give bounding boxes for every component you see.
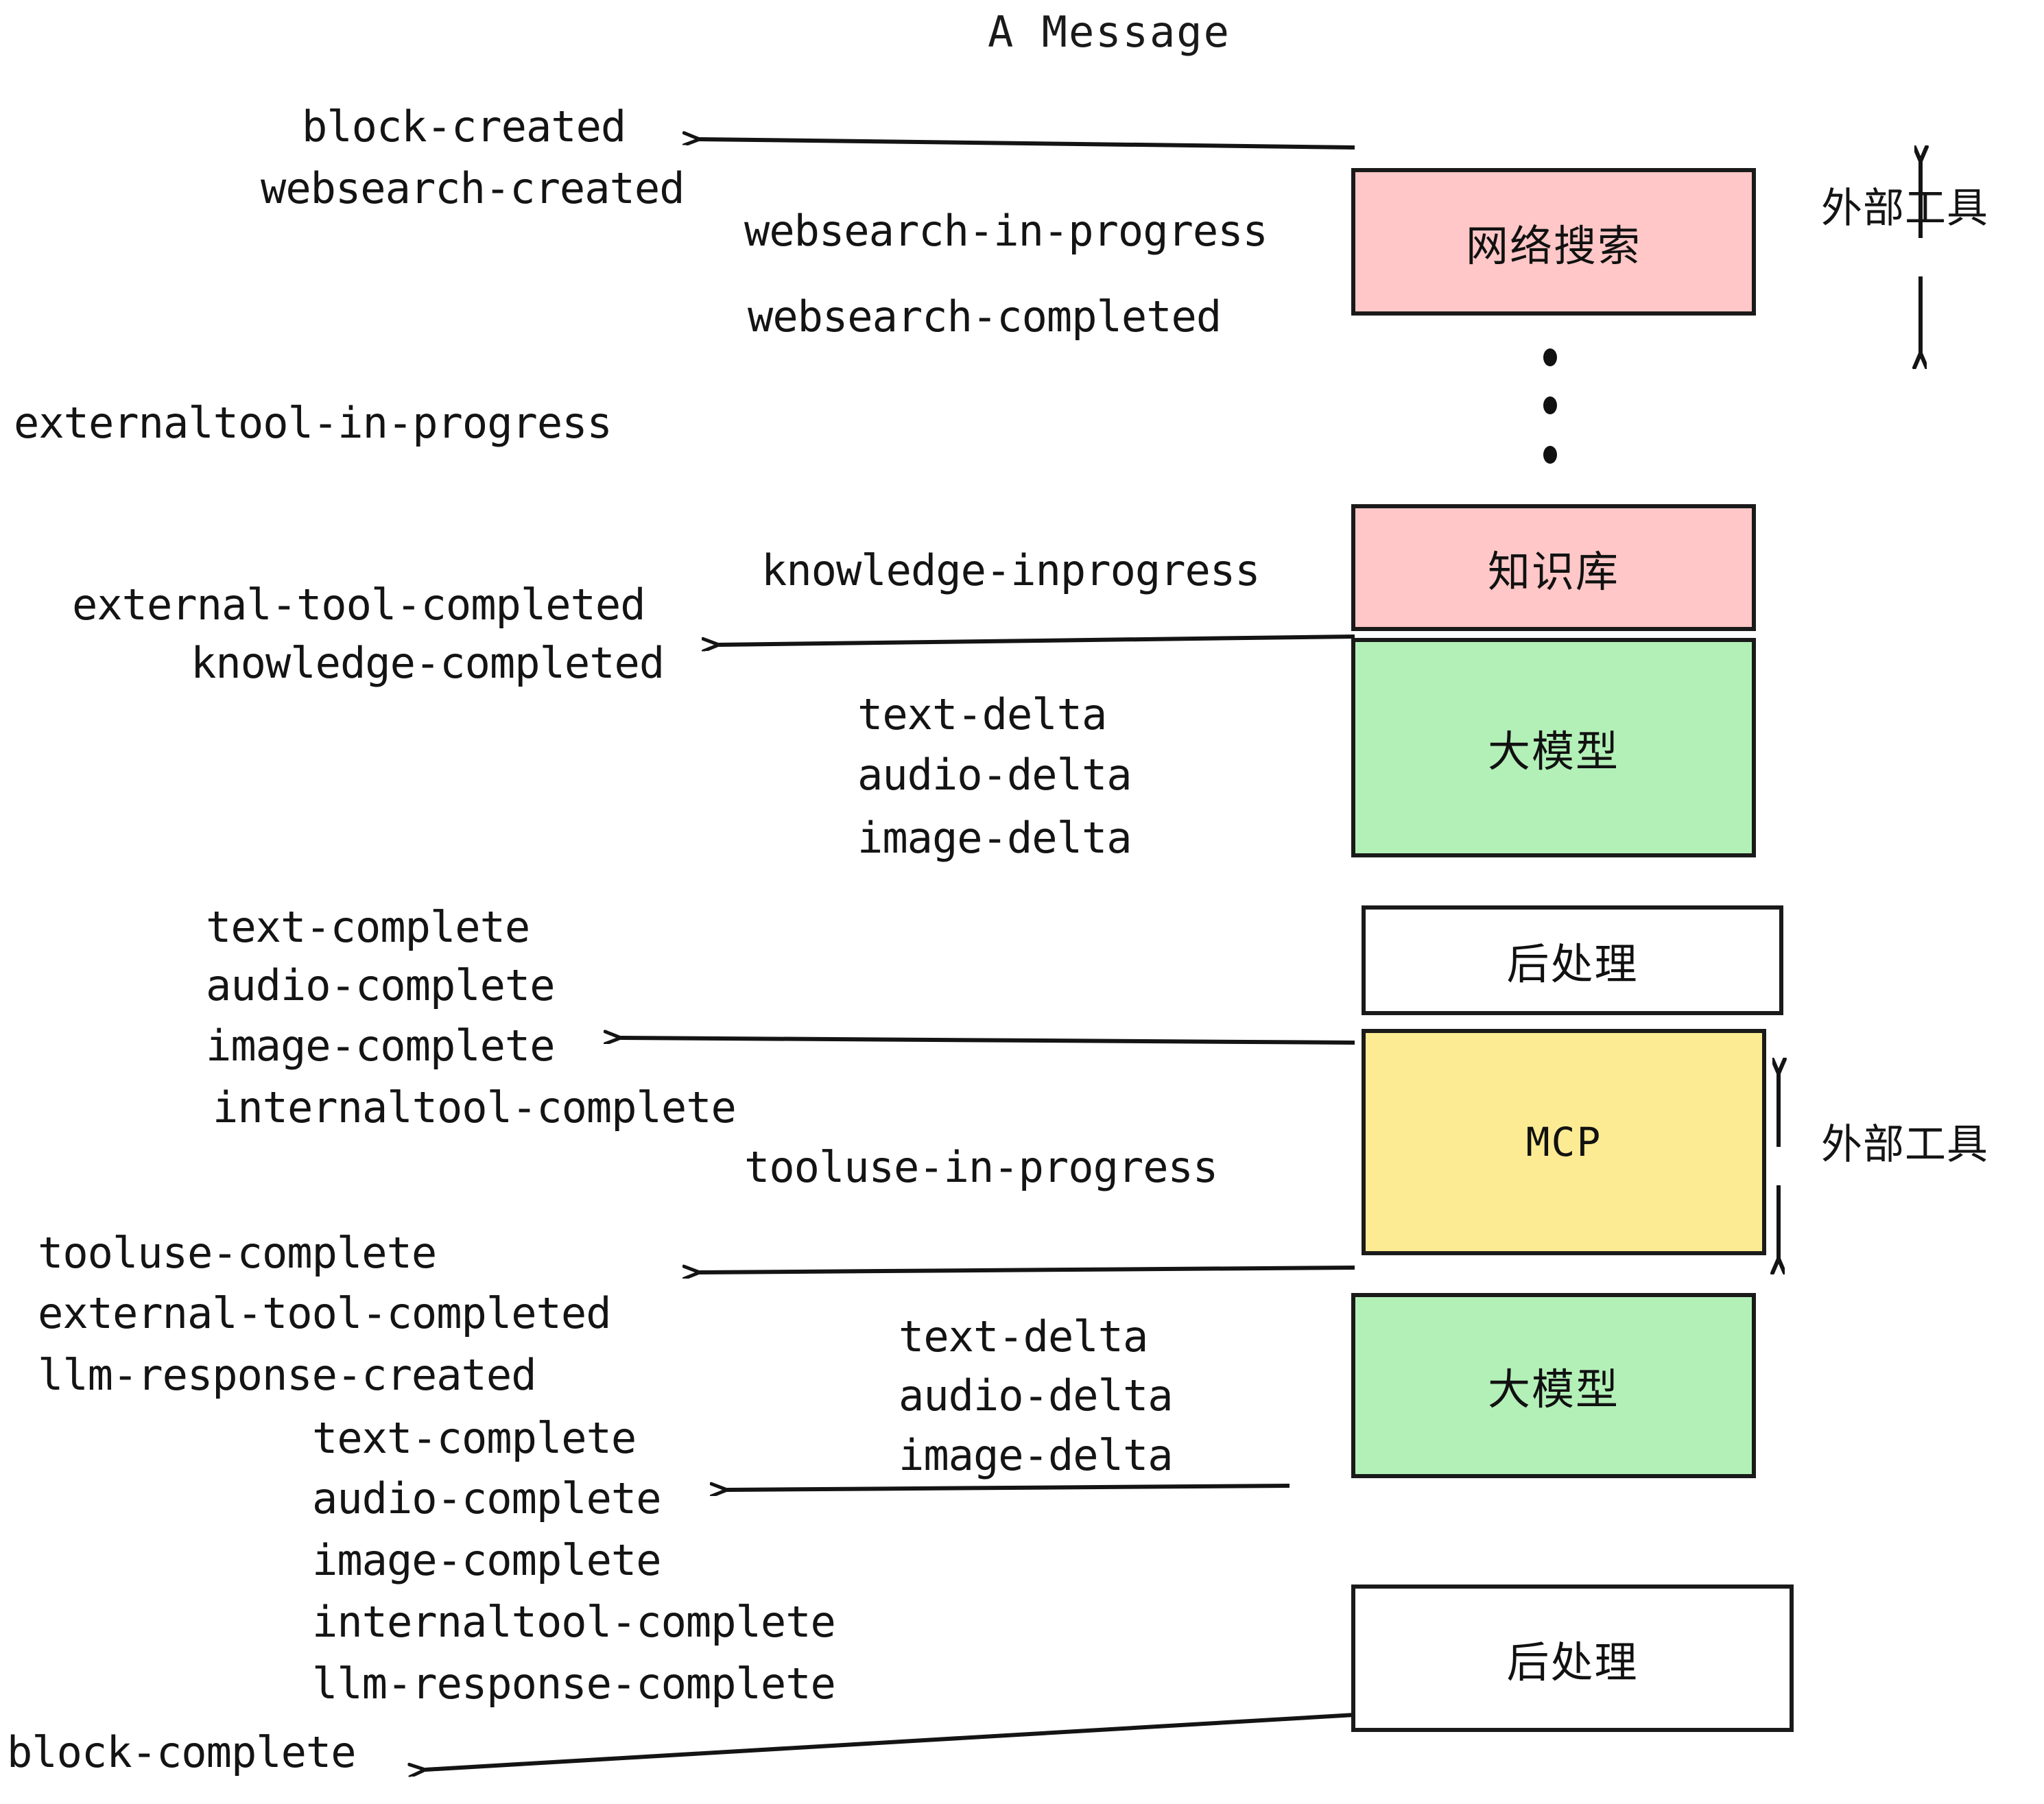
event-label-audio-delta-2: audio-delta	[899, 1370, 1174, 1421]
dot-1-icon	[1543, 348, 1557, 366]
dot-3-icon	[1543, 446, 1557, 464]
event-label-audio-delta-1: audio-delta	[857, 750, 1132, 800]
event-label-llm-response-complete: llm-response-complete	[312, 1659, 836, 1709]
box-postprocess-1: 后处理	[1362, 905, 1783, 1015]
event-label-image-complete-2: image-complete	[312, 1535, 662, 1585]
event-label-internaltool-complete-2: internaltool-complete	[312, 1597, 836, 1647]
event-label-block-created: block-created	[302, 102, 626, 152]
event-label-websearch-completed: websearch-completed	[748, 292, 1222, 342]
event-label-websearch-in-progress: websearch-in-progress	[744, 206, 1268, 256]
event-label-external-tool-completed-1: external-tool-completed	[72, 580, 646, 630]
event-label-audio-complete-2: audio-complete	[312, 1473, 662, 1523]
event-label-external-tool-completed-2: external-tool-completed	[38, 1288, 612, 1338]
external-tool-brackets	[1779, 161, 1921, 1259]
bracket-label-external-tools-top: 外部工具	[1821, 185, 1988, 233]
event-label-audio-complete-1: audio-complete	[206, 960, 556, 1010]
event-label-llm-response-created: llm-response-created	[38, 1350, 537, 1400]
event-label-text-delta-1: text-delta	[857, 689, 1107, 739]
event-label-image-complete-1: image-complete	[206, 1021, 556, 1071]
arrow-llm1-to-image	[621, 1038, 1355, 1045]
box-llm-1: 大模型	[1351, 638, 1756, 857]
event-label-image-delta-1: image-delta	[857, 813, 1132, 863]
event-label-text-complete-2: text-complete	[312, 1413, 637, 1463]
dot-2-icon	[1543, 396, 1557, 414]
page-title: A Message	[988, 7, 1231, 57]
box-postprocess-2: 后处理	[1351, 1585, 1794, 1732]
box-llm-2: 大模型	[1351, 1293, 1756, 1478]
bracket-label-external-tools-bottom: 外部工具	[1821, 1121, 1988, 1169]
arrow-post2-to-block	[425, 1713, 1355, 1770]
event-label-knowledge-inprogress: knowledge-inprogress	[761, 545, 1261, 595]
event-label-tooluse-in-progress: tooluse-in-progress	[744, 1142, 1218, 1192]
event-label-internaltool-complete-1: internaltool-complete	[213, 1082, 737, 1132]
arrow-websearch-to-created	[700, 139, 1355, 150]
event-label-externaltool-in-progress: externaltool-in-progress	[14, 398, 613, 448]
event-label-image-delta-2: image-delta	[899, 1430, 1174, 1480]
arrow-llm2-to-audio	[727, 1486, 1290, 1490]
event-label-text-delta-2: text-delta	[899, 1312, 1148, 1362]
event-label-websearch-created: websearch-created	[261, 163, 685, 213]
box-knowledge: 知识库	[1351, 504, 1756, 631]
box-websearch: 网络搜索	[1351, 168, 1756, 316]
event-label-knowledge-completed: knowledge-completed	[191, 638, 665, 688]
event-label-tooluse-complete: tooluse-complete	[38, 1228, 437, 1278]
arrow-knowledge-to-completed	[719, 634, 1355, 645]
message-arrows	[425, 139, 1355, 1770]
box-mcp: MCP	[1362, 1029, 1766, 1255]
event-label-block-complete: block-complete	[7, 1727, 357, 1777]
event-label-text-complete-1: text-complete	[206, 902, 530, 952]
arrow-mcp-to-tooluse	[700, 1268, 1355, 1272]
